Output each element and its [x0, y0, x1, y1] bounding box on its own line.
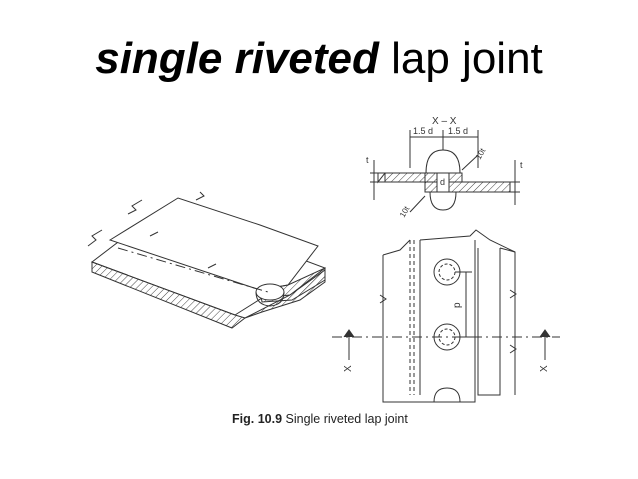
plan-view — [332, 229, 560, 403]
angle-bottom-label: 10t — [398, 204, 412, 219]
isometric-view — [87, 191, 327, 329]
slide-title: single riveted lap joint — [0, 34, 638, 84]
rivet-diameter-label: d — [440, 177, 445, 187]
figure-caption-text: Single riveted lap joint — [282, 412, 408, 426]
thickness-left-label: t — [366, 155, 369, 165]
title-bold-text: single riveted — [95, 34, 379, 83]
section-view — [370, 130, 520, 213]
dim-right-label: 1.5 d — [448, 126, 468, 136]
section-label: X – X — [432, 116, 457, 127]
section-mark-left-label: X — [343, 365, 354, 372]
thickness-right-label: t — [520, 160, 523, 170]
dim-left-label: 1.5 d — [413, 126, 433, 136]
pitch-label: p — [452, 302, 463, 308]
section-mark-right-label: X — [539, 365, 550, 372]
angle-top-label: 10t — [474, 146, 488, 161]
figure-number: Fig. 10.9 — [232, 412, 283, 426]
figure-caption: Fig. 10.9 Single riveted lap joint — [232, 412, 408, 426]
title-rest-text: lap joint — [378, 34, 543, 83]
